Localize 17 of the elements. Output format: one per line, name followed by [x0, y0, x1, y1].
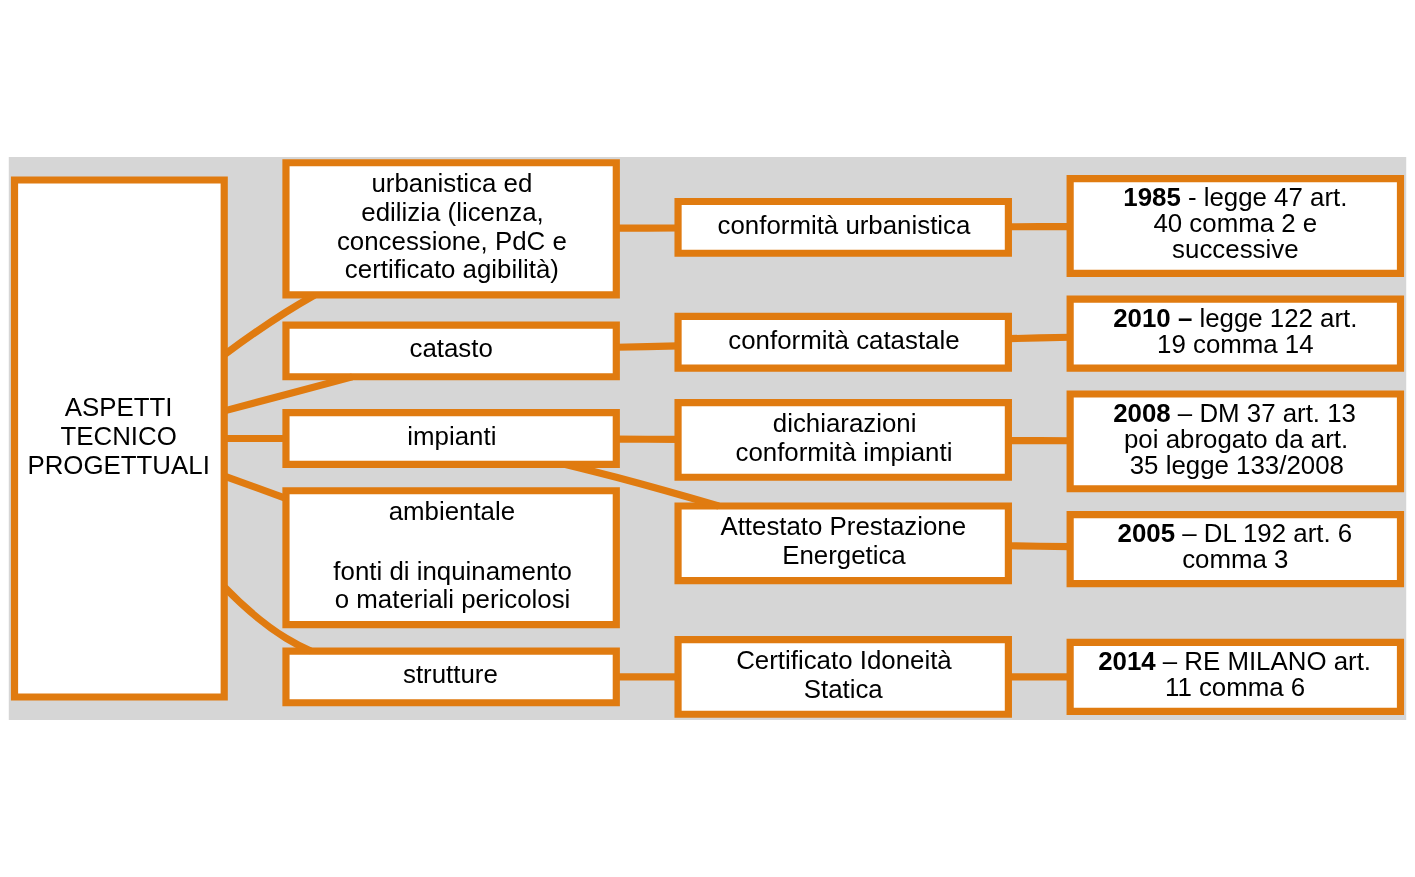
node-box: 2008 – DM 37 art. 13 poi abrogato da art. 35 legge 133/2008	[1066, 390, 1405, 493]
node-box: 2014 – RE MILANO art. 11 comma 6	[1066, 638, 1405, 715]
node-box: conformità urbanistica	[674, 197, 1012, 257]
node-box: 1985 - legge 47 art. 40 comma 2 e successive	[1066, 174, 1405, 277]
node-box: dichiarazioni conformità impianti	[674, 399, 1012, 481]
node-box: Attestato Prestazione Energetica	[674, 502, 1012, 585]
node-box: strutture	[282, 647, 620, 707]
node-box: impianti	[282, 409, 620, 468]
node-box: 2005 – DL 192 art. 6 comma 3	[1066, 511, 1405, 588]
node-box: ambientale fonti di inquinamento o materiali pericolosi	[282, 487, 620, 629]
node-box: urbanistica ed edilizia (licenza, concessione, PdC e certificato agibilità)	[282, 159, 620, 299]
node-box: Certificato Idoneità Statica	[674, 636, 1012, 718]
node-box: ASPETTI TECNICO PROGETTUALI	[10, 176, 228, 701]
node-box: catasto	[282, 321, 620, 381]
connector	[224, 434, 286, 443]
node-box: 2010 – legge 122 art. 19 comma 14	[1066, 295, 1405, 372]
node-box: conformità catastale	[674, 312, 1012, 372]
